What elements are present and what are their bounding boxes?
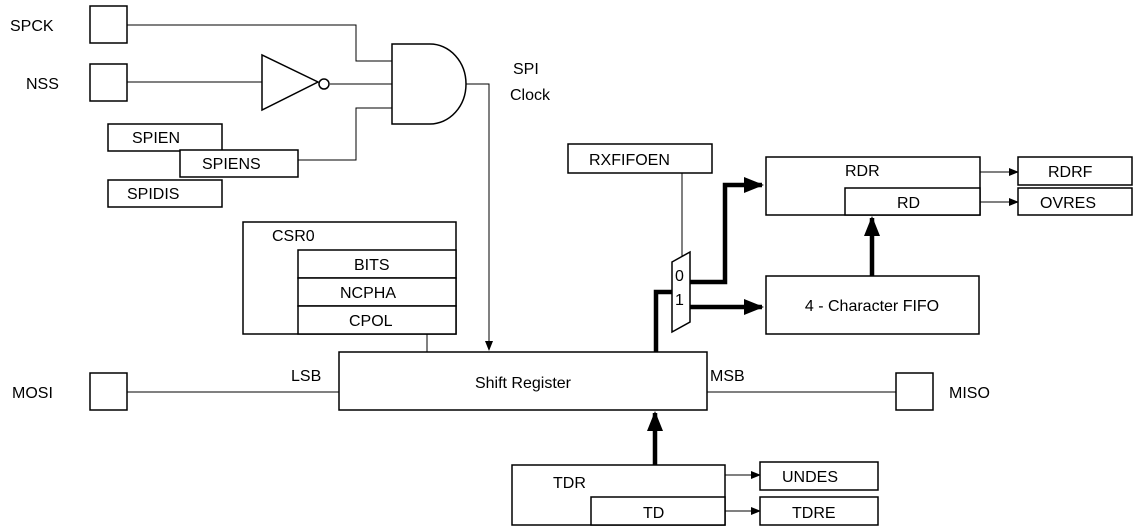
spck-label: SPCK [10,18,54,35]
spiens-register [179,149,299,178]
ncpha-label: NCPHA [340,285,396,302]
shift-register [338,351,708,411]
miso-label: MISO [949,385,990,402]
spien-label: SPIEN [132,130,180,147]
inverter-gate [261,53,330,112]
character-fifo [765,275,980,335]
rxfifoen-register [567,143,713,174]
rxfifoen-label: RXFIFOEN [589,152,670,169]
td-field [590,496,726,526]
msb-label: MSB [710,368,745,385]
data-buses [647,177,880,494]
tdr-label: TDR [553,475,586,492]
spien-register [107,123,223,152]
spiens-label: SPIENS [202,156,261,173]
bits-field [297,249,457,279]
and-gate [391,43,467,125]
rdrf-label: RDRF [1048,164,1093,181]
fifo-label: 4 - Character FIFO [805,298,939,315]
undes-label: UNDES [782,469,838,486]
rdrf-flag [1017,156,1133,186]
cpol-field [297,305,457,335]
mux-input-1-label: 1 [675,292,684,309]
cpol-label: CPOL [349,313,393,330]
spi-clock-label-line1: SPI [513,61,539,78]
nss-label: NSS [26,76,59,93]
multiplexer [671,250,691,334]
spidis-register [107,179,223,208]
ovres-flag [1017,187,1133,216]
undes-flag [759,461,879,491]
spck-pin [89,5,128,44]
miso-pin [895,372,934,411]
nss-pin [89,63,128,102]
shift-register-label: Shift Register [475,375,572,392]
rd-field [844,187,981,216]
td-label: TD [643,505,664,522]
tdre-flag [759,496,879,526]
rd-label: RD [897,195,920,212]
bits-label: BITS [354,257,390,274]
rdr-label: RDR [845,163,880,180]
mux-input-0-label: 0 [675,268,684,285]
spi-clock-label-line2: Clock [510,87,551,104]
spidis-label: SPIDIS [127,186,179,203]
mosi-pin [89,372,128,411]
lsb-label: LSB [291,368,321,385]
wires [127,24,1019,515]
csr0-label: CSR0 [272,228,315,245]
mosi-label: MOSI [12,385,53,402]
tdre-label: TDRE [792,505,836,522]
ovres-label: OVRES [1040,195,1096,212]
